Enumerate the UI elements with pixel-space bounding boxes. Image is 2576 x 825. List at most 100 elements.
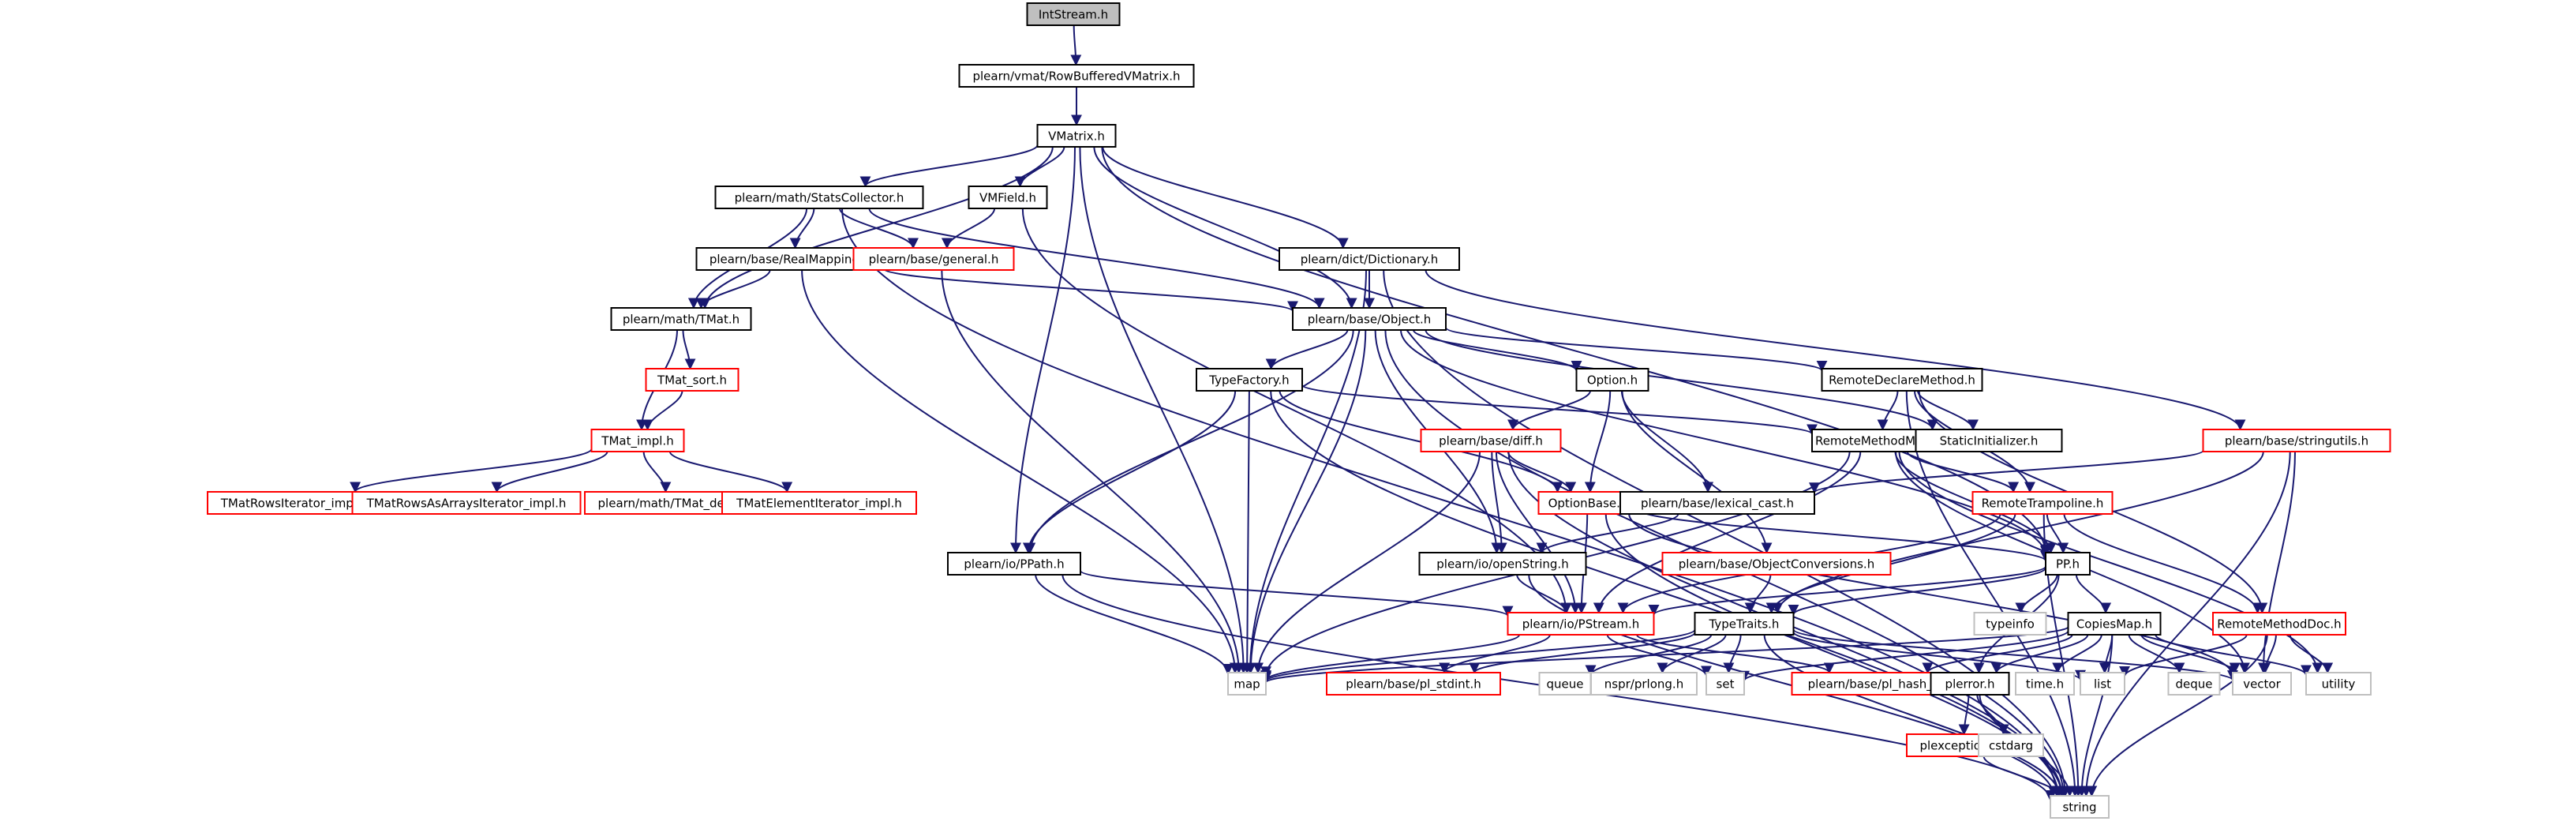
node-label: TMatElementIterator_impl.h (736, 497, 902, 512)
node-box (1227, 672, 1267, 696)
edge-RemoteTrampoline-to-TypeTraits (1765, 513, 2016, 614)
node-ObjectConversions[interactable]: plearn/base/ObjectConversions.h (1661, 552, 1892, 576)
edge-IntStream-to-RowBufferedVMatrix (1070, 24, 1082, 66)
node-RowBufferedVMatrix[interactable]: plearn/vmat/RowBufferedVMatrix.h (958, 64, 1195, 88)
node-box (721, 491, 917, 515)
node-label: CopiesMap.h (2076, 617, 2152, 632)
node-RemoteTrampoline[interactable]: RemoteTrampoline.h (1971, 491, 2114, 515)
node-box (2232, 672, 2292, 696)
node-box (1420, 429, 1562, 452)
node-box (2067, 612, 2162, 636)
node-Object[interactable]: plearn/base/Object.h (1292, 307, 1447, 331)
node-box (1326, 672, 1501, 696)
node-box (1026, 2, 1121, 26)
node-TMat_impl[interactable]: TMat_impl.h (590, 429, 685, 452)
node-PStream[interactable]: plearn/io/PStream.h (1507, 612, 1655, 636)
node-label: plearn/base/pl_hash_fun.h (1808, 677, 1964, 692)
node-TypeFactory[interactable]: TypeFactory.h (1196, 368, 1303, 392)
node-PP[interactable]: PP.h (2045, 552, 2091, 576)
node-CopiesMap[interactable]: CopiesMap.h (2067, 612, 2162, 636)
edge-Option-to-diff (1507, 390, 1591, 431)
node-plerror[interactable]: plerror.h (1930, 672, 2010, 696)
node-label: TypeTraits.h (1709, 617, 1780, 632)
edge-plerror-to-plexceptions (1958, 694, 1970, 736)
node-RealMapping[interactable]: plearn/base/RealMapping.h (695, 247, 885, 271)
node-TMat_sort[interactable]: TMat_sort.h (645, 368, 739, 392)
node-VMatrix[interactable]: VMatrix.h (1036, 124, 1117, 148)
node-box (2045, 552, 2091, 576)
node-general[interactable]: plearn/base/general.h (852, 247, 1015, 271)
node-label: plearn/base/stringutils.h (2225, 434, 2368, 448)
edge-RemoteMethodMap-to-RemoteTrampoline (1906, 451, 2020, 493)
node-box (1279, 247, 1460, 271)
node-queue: queue (1538, 672, 1592, 696)
node-time: time.h (2015, 672, 2075, 696)
node-openString[interactable]: plearn/io/openString.h (1418, 552, 1587, 576)
edge-RemoteMethodMap-to-utility (1898, 451, 2323, 674)
node-box (2015, 672, 2075, 696)
node-Dictionary[interactable]: plearn/dict/Dictionary.h (1279, 247, 1460, 271)
edge-Option-to-OptionBase (1584, 390, 1612, 493)
node-box (610, 307, 752, 331)
node-label: TMatRowsIterator_impl.h (220, 497, 369, 512)
node-label: string (2062, 801, 2096, 815)
edge-stringutils-to-lexical_cast (1809, 449, 2204, 494)
node-box (1036, 124, 1117, 148)
node-map: map (1227, 672, 1267, 696)
edge-TMat_impl-to-TMatRowsAsArrays (491, 451, 608, 493)
node-PPath[interactable]: plearn/io/PPath.h (947, 552, 1081, 576)
node-TMatRowsAsArrays[interactable]: TMatRowsAsArraysIterator_impl.h (351, 491, 582, 515)
node-TMat[interactable]: plearn/math/TMat.h (610, 307, 752, 331)
node-StatsCollector[interactable]: plearn/math/StatsCollector.h (714, 186, 924, 209)
edge-CopiesMap-to-utility (2155, 634, 2312, 677)
node-label: TMat_impl.h (601, 434, 673, 449)
edge-RemoteMethodDoc-to-vector (2260, 634, 2277, 674)
node-label: RemoteTrampoline.h (1982, 497, 2104, 511)
edge-stringutils-to-string (2080, 451, 2291, 797)
edge-TMat_impl-to-TMatRowsIterator (350, 448, 593, 493)
node-box (1930, 672, 2010, 696)
node-stringutils[interactable]: plearn/base/stringutils.h (2202, 429, 2391, 452)
edge-VMatrix-to-Dictionary (1102, 146, 1349, 249)
node-RemoteMethodDoc[interactable]: RemoteMethodDoc.h (2212, 612, 2346, 636)
node-label: plerror.h (1945, 677, 1995, 692)
node-label: plearn/base/pl_stdint.h (1346, 677, 1481, 692)
node-box (2080, 672, 2125, 696)
node-label: plearn/base/general.h (869, 253, 999, 267)
edge-PP-to-typeinfo (2015, 574, 2058, 614)
edge-general-to-map (941, 269, 1245, 674)
edge-TMat_impl-to-TMat_decl (642, 451, 672, 493)
node-label: utility (2322, 677, 2356, 692)
node-label: IntStream.h (1039, 8, 1108, 22)
node-lexical_cast[interactable]: plearn/base/lexical_cast.h (1619, 491, 1815, 515)
node-TMatElementIterator[interactable]: TMatElementIterator_impl.h (721, 491, 917, 515)
node-RemoteDeclareMethod[interactable]: RemoteDeclareMethod.h (1821, 368, 1983, 392)
node-label: queue (1547, 677, 1584, 692)
edge-VMatrix-to-Object (1093, 146, 1357, 309)
edge-Object-to-map (1245, 329, 1367, 674)
node-box (2202, 429, 2391, 452)
node-label: plearn/io/PPath.h (964, 557, 1064, 572)
node-box (2305, 672, 2372, 696)
node-StaticInitializer[interactable]: StaticInitializer.h (1915, 429, 2063, 452)
edge-diff-to-OptionBase (1507, 451, 1577, 493)
node-label: plearn/math/TMat.h (623, 313, 739, 327)
node-IntStream[interactable]: IntStream.h (1026, 2, 1121, 26)
edge-VMatrix-to-StatsCollector (859, 144, 1039, 188)
node-box (1418, 552, 1587, 576)
node-label: OptionBase.h (1548, 497, 1628, 511)
edge-CopiesMap-to-time (2052, 634, 2102, 674)
node-set: set (1705, 672, 1745, 696)
node-Option[interactable]: Option.h (1575, 368, 1649, 392)
edge-PStream-to-pl_hash_fun (1636, 634, 1835, 674)
edge-PPath-to-PStream (1080, 569, 1514, 617)
edge-Object-to-TypeFactory (1265, 329, 1349, 370)
node-diff[interactable]: plearn/base/diff.h (1420, 429, 1562, 452)
node-box (852, 247, 1015, 271)
node-TypeTraits[interactable]: TypeTraits.h (1694, 612, 1795, 636)
node-VMField[interactable]: VMField.h (968, 186, 1048, 209)
node-box (1915, 429, 2063, 452)
edge-StatsCollector-to-RealMapping (789, 208, 815, 249)
node-label: TypeFactory.h (1208, 373, 1289, 388)
node-pl_stdint[interactable]: plearn/base/pl_stdint.h (1326, 672, 1501, 696)
